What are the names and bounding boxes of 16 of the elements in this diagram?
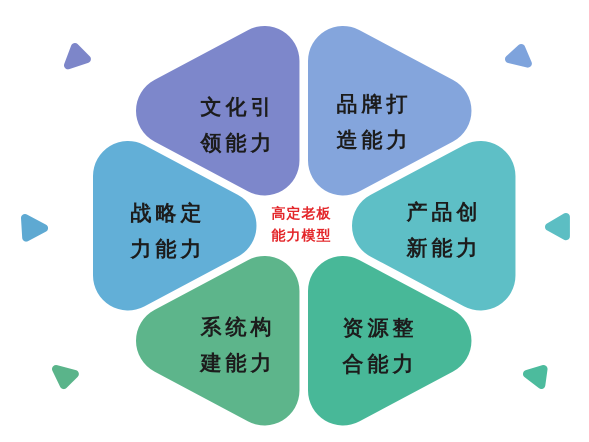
capability-label: 产品创新能力	[405, 198, 482, 262]
capability-label: 系统构建能力	[198, 314, 276, 377]
triangle-segment	[308, 26, 472, 196]
triangle-icon	[522, 364, 548, 389]
capability-label: 战略定力能力	[129, 200, 206, 263]
triangle-icon	[21, 214, 48, 242]
triangle-icon	[52, 365, 80, 390]
triangle-segment	[308, 256, 472, 426]
capability-label: 文化引领能力	[198, 94, 276, 157]
center-label: 高定老板能力模型	[270, 204, 332, 246]
triangle-icon	[545, 212, 570, 240]
triangle-icon	[505, 44, 532, 68]
capability-label: 品牌打造能力	[336, 90, 412, 154]
triangle-segment	[136, 26, 300, 196]
triangle-icon	[64, 43, 91, 70]
capability-label: 资源整合能力	[341, 314, 418, 378]
